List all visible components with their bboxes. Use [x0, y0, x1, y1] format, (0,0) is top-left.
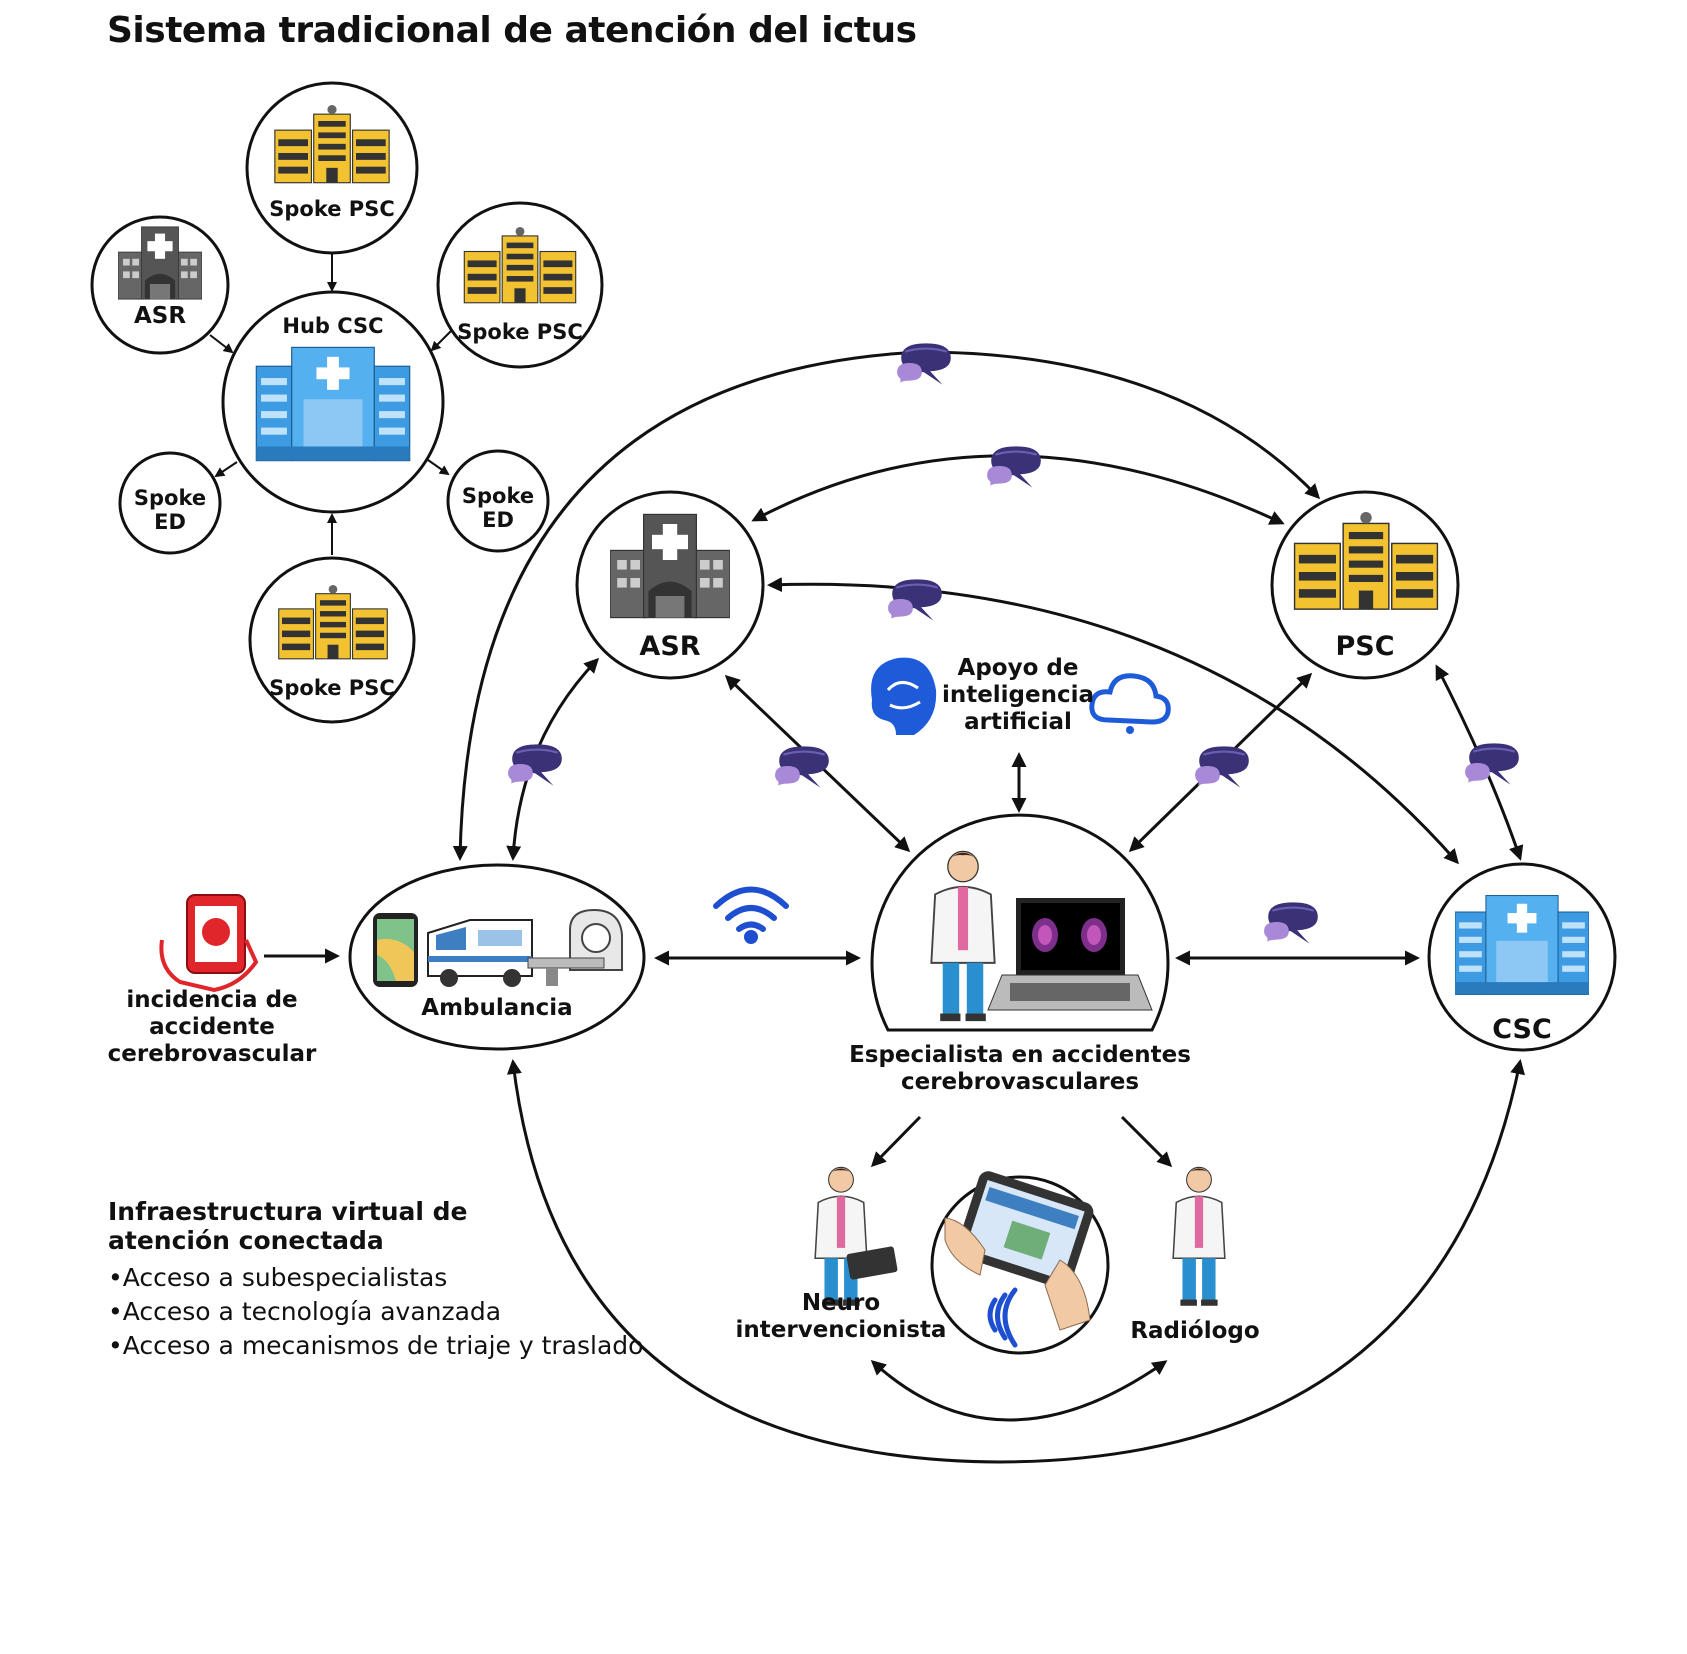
- incident-line2: accidente: [149, 1014, 275, 1040]
- chat-bubble-icon: [1464, 742, 1520, 786]
- asr-label: ASR: [639, 631, 701, 662]
- spoke-ed-left-line1: Spoke: [133, 486, 207, 510]
- chat-bubble-icon: [1263, 901, 1319, 945]
- infrastructure-item: •Acceso a tecnología avanzada: [108, 1297, 502, 1326]
- chat-bubble-icon: [774, 745, 830, 789]
- emergency-call-icon: [159, 894, 259, 993]
- hub-spoke-diagram: [90, 81, 604, 724]
- spoke-psc-right-label: Spoke PSC: [457, 320, 583, 344]
- hub-csc-label: Hub CSC: [282, 314, 384, 338]
- ambulance-label: Ambulancia: [421, 995, 573, 1021]
- ai-brain-icon: [871, 657, 937, 735]
- ai-line1: Apoyo de: [957, 655, 1079, 681]
- chat-bubble-icon: [986, 445, 1042, 489]
- incident-line3: cerebrovascular: [107, 1041, 317, 1067]
- infrastructure-item: •Acceso a subespecialistas: [108, 1263, 448, 1292]
- neuro-line1: Neuro: [801, 1290, 881, 1316]
- page-title: Sistema tradicional de atención del ictu…: [107, 10, 917, 51]
- incident-label: incidencia de accidente cerebrovascular: [90, 987, 334, 1068]
- chat-bubble-icon: [896, 342, 952, 386]
- tablet-icon: [944, 1171, 1094, 1348]
- chat-bubble-icon: [1194, 745, 1250, 789]
- hub-asr-label: ASR: [133, 303, 187, 329]
- ai-support-label: Apoyo de inteligencia artificial: [932, 655, 1104, 736]
- ai-cloud-icon: [1089, 673, 1171, 734]
- psc-label: PSC: [1335, 631, 1395, 662]
- clipboard-tablet-icon: [846, 1246, 898, 1280]
- ai-line2: inteligencia: [941, 682, 1095, 708]
- specialist-line1: Especialista en accidentes: [849, 1042, 1191, 1068]
- infrastructure-notes: Infraestructura virtual de atención cone…: [108, 1197, 643, 1363]
- neuro-interventionist-icon: [814, 1166, 868, 1307]
- radiologist-label: Radiólogo: [1130, 1318, 1260, 1344]
- infrastructure-heading-line2: atención conectada: [108, 1226, 384, 1255]
- infrastructure-item: •Acceso a mecanismos de triaje y traslad…: [108, 1331, 644, 1360]
- specialist-label: Especialista en accidentes cerebrovascul…: [820, 1042, 1220, 1096]
- chat-bubble-icon: [507, 743, 563, 787]
- specialist-line2: cerebrovasculares: [900, 1069, 1140, 1095]
- ai-line3: artificial: [964, 709, 1072, 735]
- spoke-psc-top-label: Spoke PSC: [269, 197, 395, 221]
- csc-label: CSC: [1492, 1014, 1552, 1045]
- chat-bubble-icon: [887, 578, 943, 622]
- incident-line1: incidencia de: [126, 987, 298, 1013]
- ct-scanner-icon: [527, 908, 623, 986]
- radiologist-icon: [1172, 1166, 1226, 1307]
- spoke-ed-right-line1: Spoke: [461, 484, 535, 508]
- phone-map-icon: [373, 913, 418, 987]
- spoke-ed-left-label: Spoke ED: [130, 486, 210, 534]
- ambulance-icon: [427, 919, 533, 987]
- neuro-label: Neuro intervencionista: [726, 1290, 956, 1344]
- spoke-ed-left-node: [118, 451, 222, 555]
- infrastructure-heading-line1: Infraestructura virtual de: [108, 1197, 468, 1226]
- spoke-ed-left-line2: ED: [154, 510, 186, 534]
- wifi-icon: [713, 886, 789, 944]
- spoke-ed-right-label: Spoke ED: [458, 484, 538, 532]
- spoke-ed-right-line2: ED: [482, 508, 514, 532]
- neuro-line2: intervencionista: [735, 1317, 947, 1343]
- laptop-icon: [987, 898, 1153, 1011]
- spoke-psc-bottom-label: Spoke PSC: [269, 676, 395, 700]
